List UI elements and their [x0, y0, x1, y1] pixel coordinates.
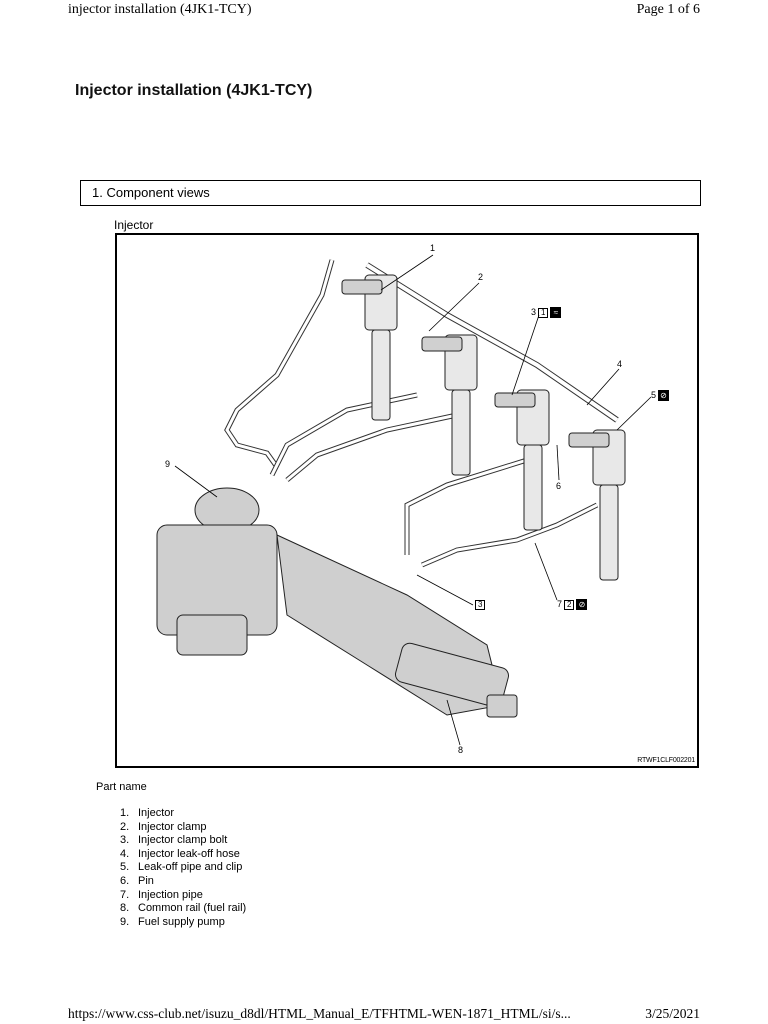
torque-ref-box-3: 3 [475, 599, 486, 610]
figure-caption: Injector [114, 218, 154, 232]
lubricant-icon: ≈ [550, 307, 562, 319]
injector-illustration [156, 254, 652, 746]
list-item: 3.Injector clamp bolt [120, 834, 228, 847]
page-header-title: injector installation (4JK1-TCY) [68, 2, 252, 17]
callout-3b: 3 [473, 599, 486, 610]
callout-5-label: 5 [651, 390, 657, 400]
list-item: 1.Injector [120, 807, 175, 819]
list-item: 4.Injector leak-off hose [120, 847, 240, 860]
callout-9: 9 [165, 459, 171, 469]
torque-ref-box-1: 1 [538, 307, 549, 318]
list-item: 9.Fuel supply pump [120, 915, 225, 928]
figure-code: RTWF1CLF002201 [637, 757, 695, 764]
list-item: 8.Common rail (fuel rail) [120, 902, 247, 915]
parts-list: 1.Injector 2.Injector clamp 3.Injector c… [120, 807, 246, 929]
callout-2: 2 [478, 272, 484, 282]
do-not-reuse-icon: ⊘ [658, 390, 670, 402]
callout-4: 4 [617, 359, 623, 369]
print-date: 3/25/2021 [645, 1006, 700, 1021]
section-heading-box: 1. Component views [80, 180, 701, 206]
list-item: 7.Injection pipe [120, 888, 203, 901]
callout-8: 8 [458, 745, 464, 755]
section-heading: 1. Component views [92, 185, 210, 200]
page-number: Page 1 of 6 [636, 2, 700, 17]
callout-3-label: 3 [531, 307, 537, 317]
list-item: 2.Injector clamp [120, 820, 207, 833]
parts-heading: Part name [96, 781, 147, 793]
list-item: 6.Pin [120, 874, 154, 887]
torque-ref-box-2: 2 [564, 599, 575, 610]
page-title: Injector installation (4JK1-TCY) [75, 82, 313, 99]
callout-6: 6 [556, 481, 562, 491]
page-url-link[interactable]: https://www.css-club.net/isuzu_d8dl/HTML… [68, 1006, 571, 1021]
callout-7-label: 7 [557, 599, 563, 609]
callout-5: 5⊘ [651, 390, 670, 402]
list-item: 5.Leak-off pipe and clip [120, 861, 243, 874]
do-not-reuse-icon-2: ⊘ [576, 599, 588, 611]
callout-1: 1 [430, 243, 436, 253]
